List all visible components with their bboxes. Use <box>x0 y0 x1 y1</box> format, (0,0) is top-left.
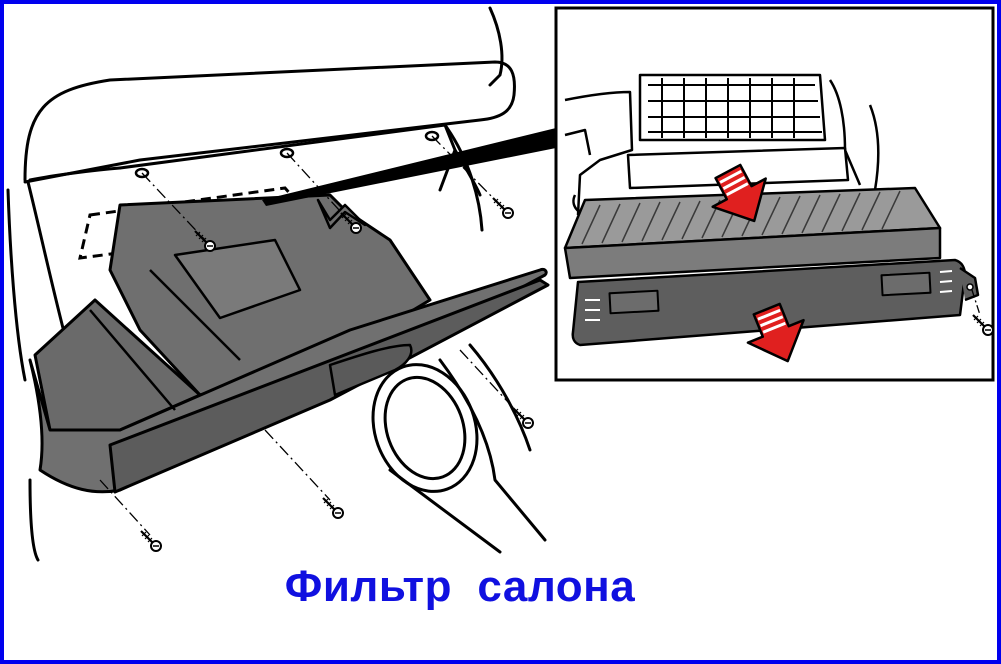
screw-icon <box>321 496 345 520</box>
inset-detail <box>554 6 995 382</box>
screw-icon <box>139 529 163 553</box>
caption-title: Фильтр салона <box>284 562 636 611</box>
filter-outline-dashed <box>78 186 302 260</box>
callout-pointer <box>262 128 556 206</box>
screw-holes <box>134 130 440 179</box>
screw-icon <box>491 196 515 220</box>
glovebox <box>28 193 550 494</box>
